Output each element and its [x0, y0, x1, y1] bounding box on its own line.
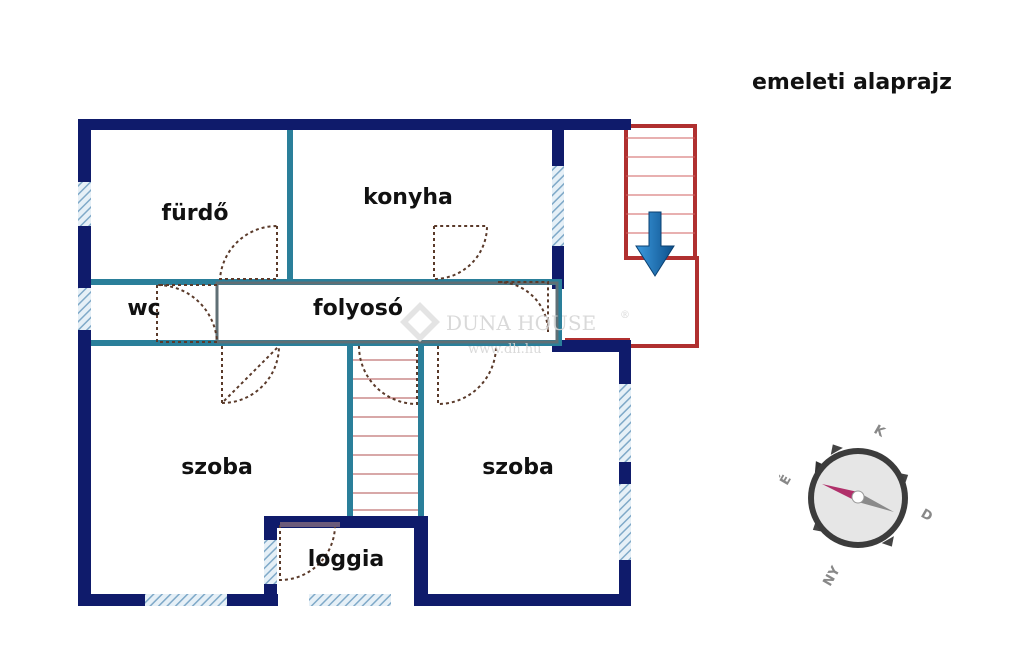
room-label-konyha: konyha	[363, 185, 453, 210]
stairs-down-arrow-icon	[635, 211, 675, 277]
watermark-url: www.dh.hu	[468, 342, 542, 357]
watermark: DUNA HOUSE ® www.dh.hu	[400, 302, 630, 357]
outer-walls	[78, 119, 631, 606]
compass: É K D NY	[777, 422, 935, 589]
compass-label-west: NY	[820, 563, 843, 589]
watermark-registered: ®	[620, 310, 630, 321]
room-label-furdo: fürdő	[162, 201, 229, 226]
windows	[78, 166, 631, 606]
compass-label-south: D	[918, 506, 935, 524]
watermark-brand: DUNA HOUSE	[446, 311, 596, 335]
room-label-folyoso: folyosó	[313, 296, 403, 321]
corridor-outline	[215, 281, 559, 344]
room-label-wc: wc	[127, 296, 160, 321]
room-label-szoba-right: szoba	[482, 455, 554, 480]
room-label-loggia: loggia	[308, 547, 385, 572]
compass-label-east: K	[871, 422, 888, 440]
duna-house-logo-icon	[400, 302, 440, 342]
door-swings	[156, 224, 549, 582]
lower-staircase	[353, 359, 418, 511]
compass-label-north: É	[777, 472, 795, 488]
compass-needle-icon	[822, 484, 894, 512]
room-label-szoba-left: szoba	[181, 455, 253, 480]
loggia-door-frame	[280, 522, 340, 527]
plan-title: emeleti alaprajz	[752, 70, 952, 95]
